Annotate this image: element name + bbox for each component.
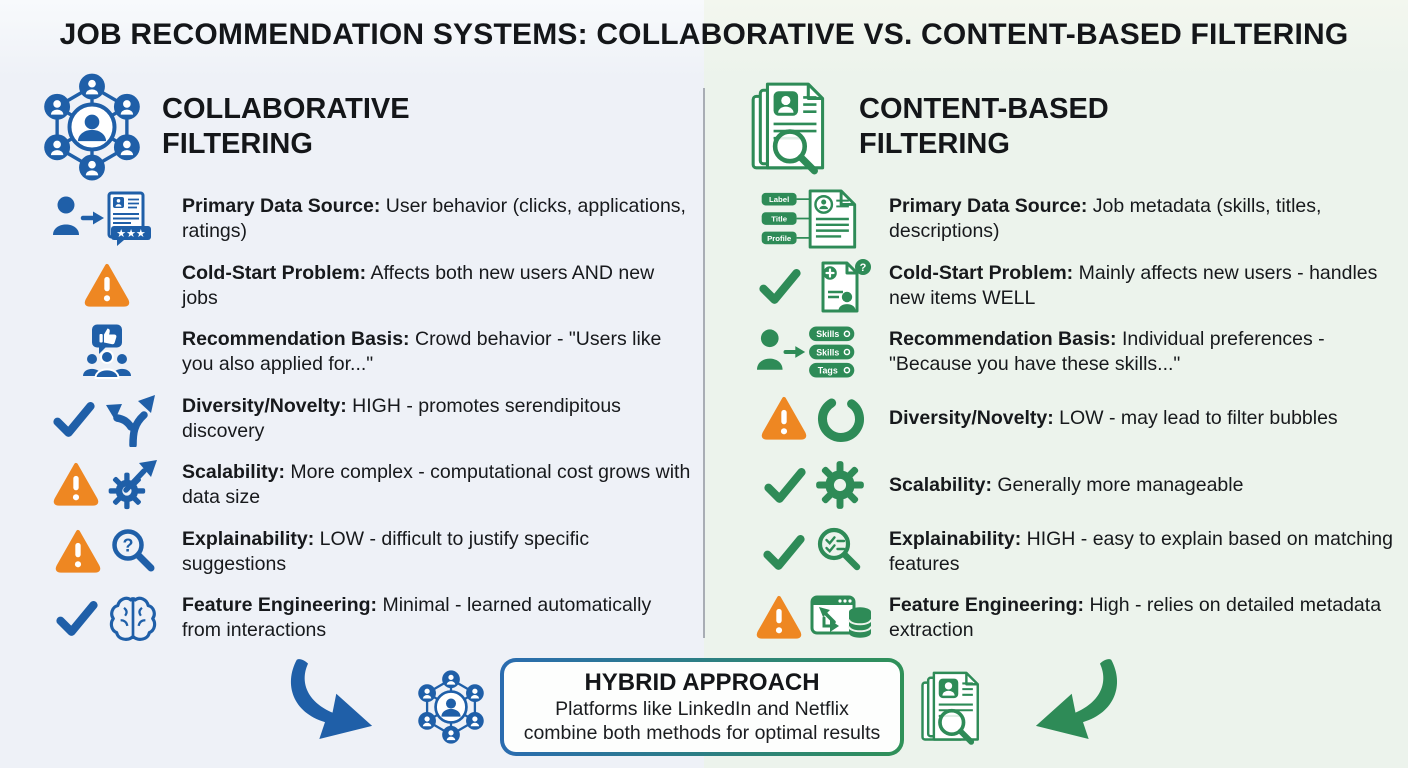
gear-arrow-icon: [106, 458, 162, 512]
gear-icon: [814, 459, 866, 511]
documents-magnifier-icon: [745, 77, 843, 177]
svg-text:Skills: Skills: [816, 348, 839, 358]
window-database-icon: [809, 589, 873, 647]
hybrid-line2: combine both methods for optimal results: [523, 722, 881, 744]
hybrid-band: HYBRID APPROACH Platforms like LinkedIn …: [0, 648, 1408, 766]
content-based-rows: Label Title Profile Primary Data Source:…: [745, 186, 1405, 652]
user-to-review-document-icon: ★★★: [51, 190, 163, 248]
row-recommendation-basis: Recommendation Basis: Crowd behavior - "…: [38, 319, 693, 386]
documents-small-slot: [916, 667, 994, 747]
person-to-tags-icon: Skills Skills Tags: [756, 323, 872, 381]
collaborative-rows: ★★★ Primary Data Source: User behavior (…: [38, 186, 693, 652]
green-curved-arrow-icon: [1006, 658, 1128, 756]
collaborative-column: COLLABORATIVE FILTERING ★★★ Primary Data…: [38, 73, 693, 652]
page-title: JOB RECOMMENDATION SYSTEMS: COLLABORATIV…: [59, 18, 1349, 51]
row-feature-engineering: Feature Engineering: High - relies on de…: [745, 585, 1405, 652]
content-based-column: CONTENT-BASED FILTERING Label Title Prof…: [745, 74, 1405, 652]
network-people-icon: [38, 73, 146, 181]
row-explainability: ? Explainability: LOW - difficult to jus…: [38, 519, 693, 586]
blue-arrow-slot: [280, 658, 402, 756]
document-new-question-icon: ?: [809, 257, 871, 315]
svg-text:Profile: Profile: [767, 234, 792, 243]
left-background: [0, 0, 704, 768]
row-primary-data-source: ★★★ Primary Data Source: User behavior (…: [38, 186, 693, 253]
collaborative-title: COLLABORATIVE FILTERING: [162, 93, 410, 160]
labeled-document-icon: Label Title Profile: [758, 188, 870, 250]
content-based-title: CONTENT-BASED FILTERING: [859, 93, 1109, 160]
checkmark-icon: [758, 264, 802, 308]
crowd-thumbs-up-icon: [79, 323, 135, 381]
collaborative-header-icon-slot: [38, 73, 146, 181]
svg-text:?: ?: [859, 262, 866, 274]
loop-arrow-icon: [814, 392, 868, 446]
network-people-small-icon: [414, 670, 488, 744]
row-recommendation-basis: Skills Skills Tags Recommendation Basis:…: [745, 319, 1405, 386]
row-scalability: Scalability: More complex - computationa…: [38, 452, 693, 519]
svg-text:Tags: Tags: [818, 366, 838, 376]
row-cold-start: ? Cold-Start Problem: Mainly affects new…: [745, 253, 1405, 320]
warning-triangle-icon: [761, 394, 807, 444]
svg-text:Title: Title: [771, 215, 787, 224]
row-explainability: Explainability: HIGH - easy to explain b…: [745, 519, 1405, 586]
network-small-slot: [414, 670, 488, 744]
checkmark-icon: [762, 530, 806, 574]
warning-triangle-icon: [756, 593, 802, 643]
brain-icon: [106, 591, 160, 645]
svg-text:?: ?: [122, 535, 133, 555]
row-scalability: Scalability: Generally more manageable: [745, 452, 1405, 519]
green-arrow-slot: [1006, 658, 1128, 756]
hybrid-title: HYBRID APPROACH: [584, 668, 820, 696]
checkmark-icon: [763, 463, 807, 507]
collaborative-header: COLLABORATIVE FILTERING: [38, 73, 693, 181]
svg-text:Label: Label: [769, 195, 789, 204]
magnifier-checklist-icon: [813, 525, 867, 579]
warning-triangle-icon: [53, 460, 99, 510]
row-primary-data-source: Label Title Profile Primary Data Source:…: [745, 186, 1405, 253]
row-diversity: Diversity/Novelty: HIGH - promotes seren…: [38, 386, 693, 453]
warning-triangle-icon: [55, 527, 101, 577]
content-based-header: CONTENT-BASED FILTERING: [745, 74, 1405, 180]
blue-curved-arrow-icon: [280, 658, 402, 756]
checkmark-icon: [55, 596, 99, 640]
svg-text:Skills: Skills: [816, 330, 839, 340]
row-feature-engineering: Feature Engineering: Minimal - learned a…: [38, 585, 693, 652]
svg-text:★★★: ★★★: [116, 228, 146, 240]
content-based-header-icon-slot: [745, 77, 843, 177]
warning-triangle-icon: [84, 261, 130, 311]
magnifier-question-icon: ?: [108, 526, 160, 578]
branching-arrows-icon: [103, 391, 163, 447]
column-divider: [703, 88, 705, 638]
checkmark-icon: [52, 397, 96, 441]
documents-magnifier-small-icon: [916, 667, 994, 747]
row-cold-start: Cold-Start Problem: Affects both new use…: [38, 253, 693, 320]
row-diversity: Diversity/Novelty: LOW - may lead to fil…: [745, 386, 1405, 453]
hybrid-line1: Platforms like LinkedIn and Netflix: [555, 697, 849, 720]
hybrid-box: HYBRID APPROACH Platforms like LinkedIn …: [499, 657, 905, 757]
